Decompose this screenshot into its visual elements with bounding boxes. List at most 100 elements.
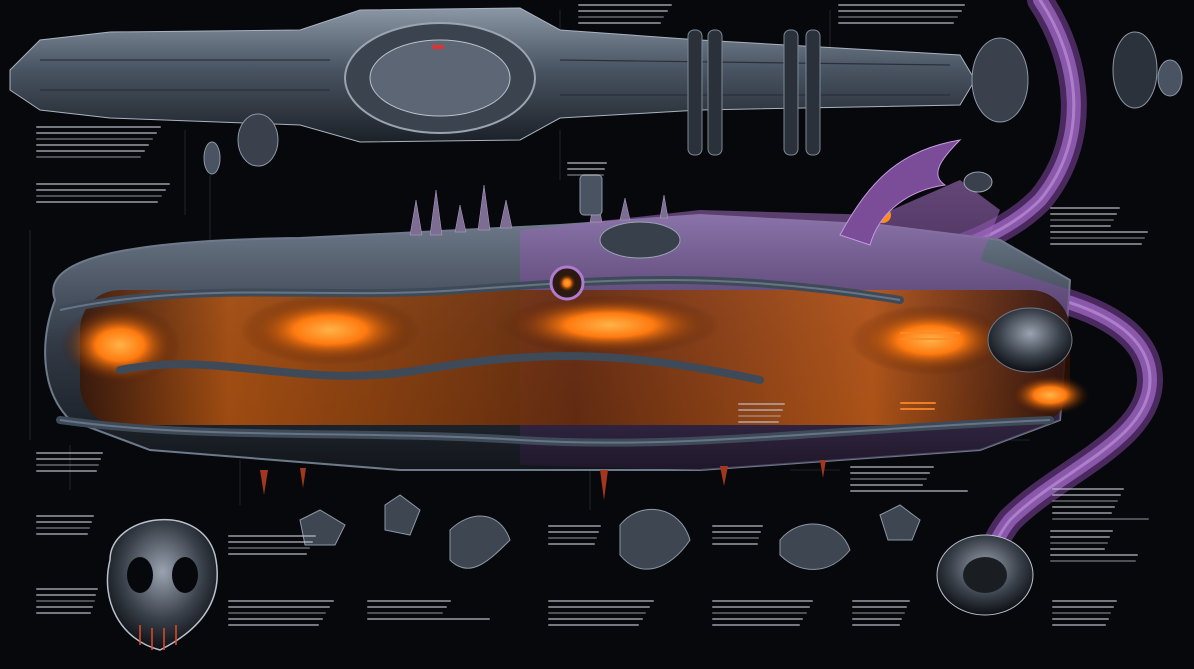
specimen-skull-left [106,518,218,651]
annotation-line [36,150,146,152]
annotation-line [228,618,323,620]
main-hull [44,139,1090,500]
annotation-line [712,537,760,539]
annotation-line [548,612,647,614]
annotation-line [1052,512,1112,514]
annotation-line [36,515,94,517]
annotation-line [36,156,142,158]
annotation-line [850,466,934,468]
annotation-note-mid-row-3 [712,525,767,549]
annotation-note-mid-row-2 [548,525,608,549]
annotation-line [36,183,171,185]
annotation-line [1050,548,1105,550]
annotation-line [548,537,598,539]
annotation-line [1052,518,1149,520]
annotation-note-left-bottom [36,588,101,618]
annotation-line [1050,554,1139,556]
annotation-note-right-middle [1050,207,1150,249]
annotation-note-right-lower [850,466,970,496]
annotation-line [228,606,330,608]
annotation-line [850,484,924,486]
annotation-line [738,403,785,405]
annotation-line [838,4,966,6]
annotation-line [228,535,316,537]
annotation-line [1050,231,1148,233]
annotation-line [850,490,968,492]
annotation-line [838,10,962,12]
annotation-line [850,478,927,480]
annotation-line [36,132,157,134]
upper-hull [9,7,1183,175]
annotation-line [228,600,334,602]
annotation-line [850,472,931,474]
annotation-line [36,594,97,596]
annotation-line [1050,219,1114,221]
annotation-note-mid-row-1 [228,535,328,559]
annotation-line [36,458,102,460]
annotation-line [712,624,800,626]
annotation-line [1052,618,1109,620]
annotation-line [367,606,447,608]
annotation-line [36,606,93,608]
annotation-line [1052,600,1117,602]
annotation-note-bottom-6 [1052,600,1142,630]
annotation-line [712,531,761,533]
annotation-line [1050,243,1142,245]
annotation-line [36,452,104,454]
annotation-line [36,195,162,197]
annotation-line [548,543,596,545]
annotation-line [1050,225,1111,227]
annotation-line [1052,612,1112,614]
annotation-note-center-small [567,162,627,180]
annotation-line [852,612,905,614]
annotation-note-right-glow-2 [900,402,945,414]
annotation-note-right-bottom [1052,488,1152,524]
annotation-line [36,138,153,140]
annotation-line [228,624,320,626]
annotation-line [228,612,327,614]
annotation-line [852,606,908,608]
annotation-line [1052,624,1106,626]
annotation-line [712,543,758,545]
annotation-note-bottom-1 [228,600,348,630]
annotation-line [712,618,804,620]
annotation-line [228,541,313,543]
annotation-line [548,606,650,608]
annotation-line [1050,536,1111,538]
annotation-note-bottom-5 [852,600,932,630]
annotation-line [36,600,95,602]
annotation-note-far-right-1 [738,403,798,427]
annotation-note-bottom-4 [712,600,822,630]
annotation-line [712,600,814,602]
annotation-note-far-right-2 [1050,530,1140,566]
annotation-line [36,527,90,529]
annotation-note-left-middle [36,183,176,207]
annotation-line [567,174,604,176]
annotation-note-left-lower [36,452,106,476]
annotation-line [838,22,954,24]
annotation-line [578,22,661,24]
annotation-line [1052,500,1118,502]
annotation-line [548,618,643,620]
annotation-line [36,533,89,535]
annotation-line [1050,207,1120,209]
annotation-line [900,338,958,340]
annotation-line [36,470,97,472]
annotation-note-right-glow [900,332,975,344]
annotation-line [36,189,167,191]
annotation-line [548,624,640,626]
annotation-line [228,547,310,549]
annotation-line [548,531,599,533]
annotation-line [36,612,91,614]
annotation-line [548,600,654,602]
annotation-line [548,525,601,527]
annotation-line [900,332,960,334]
annotation-line [1052,506,1115,508]
annotation-line [738,421,780,423]
annotation-note-top-center [578,4,698,28]
annotation-line [36,464,99,466]
annotation-line [567,162,608,164]
annotation-line [712,525,763,527]
annotation-line [1052,494,1121,496]
